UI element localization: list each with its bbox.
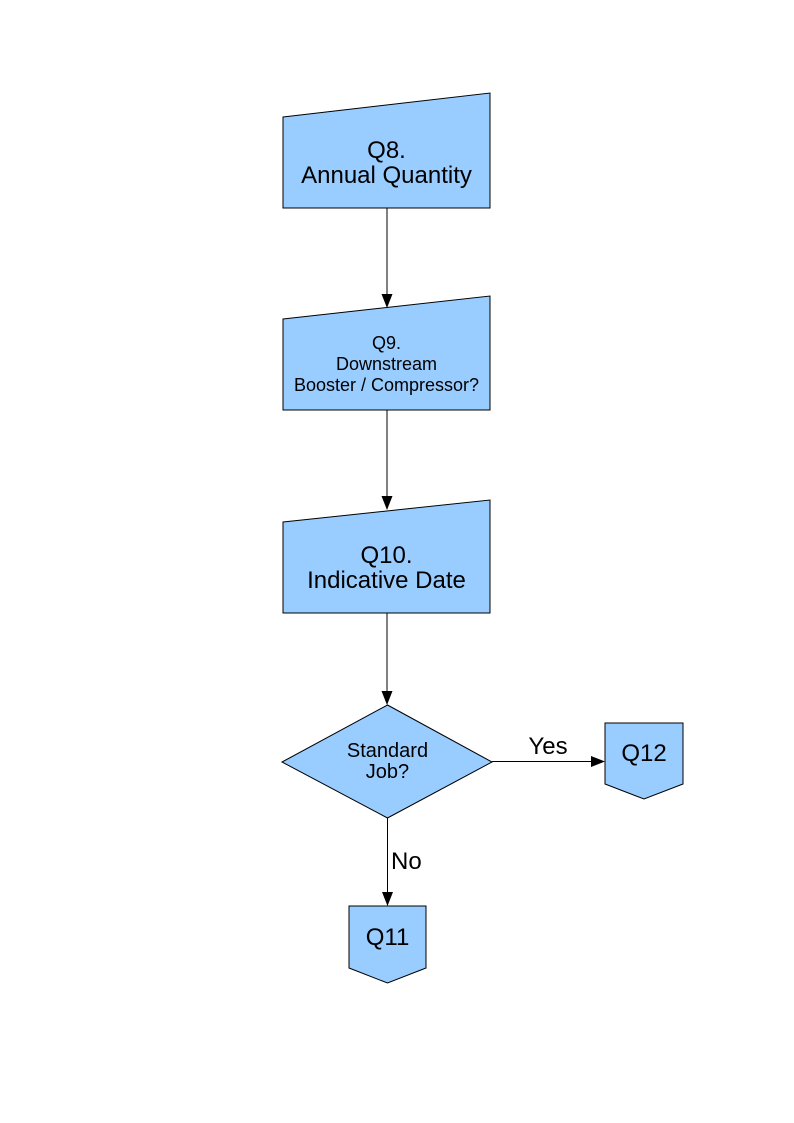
node-q9-shape <box>282 295 491 411</box>
edge-q9-q10-arrowhead-icon <box>381 496 393 510</box>
edge-decision-q11-arrowhead-icon <box>382 892 393 906</box>
edge-q8-q9-arrowhead-icon <box>381 294 393 308</box>
node-q10-shape <box>282 499 491 614</box>
node-standard-job-shape <box>280 704 494 819</box>
node-q8-shape <box>282 92 491 209</box>
edge-q10-decision-arrowhead-icon <box>381 691 393 705</box>
node-q12-shape <box>604 722 684 800</box>
edge-decision-q12-arrowhead-icon <box>591 756 605 767</box>
node-q11-shape <box>348 905 427 984</box>
